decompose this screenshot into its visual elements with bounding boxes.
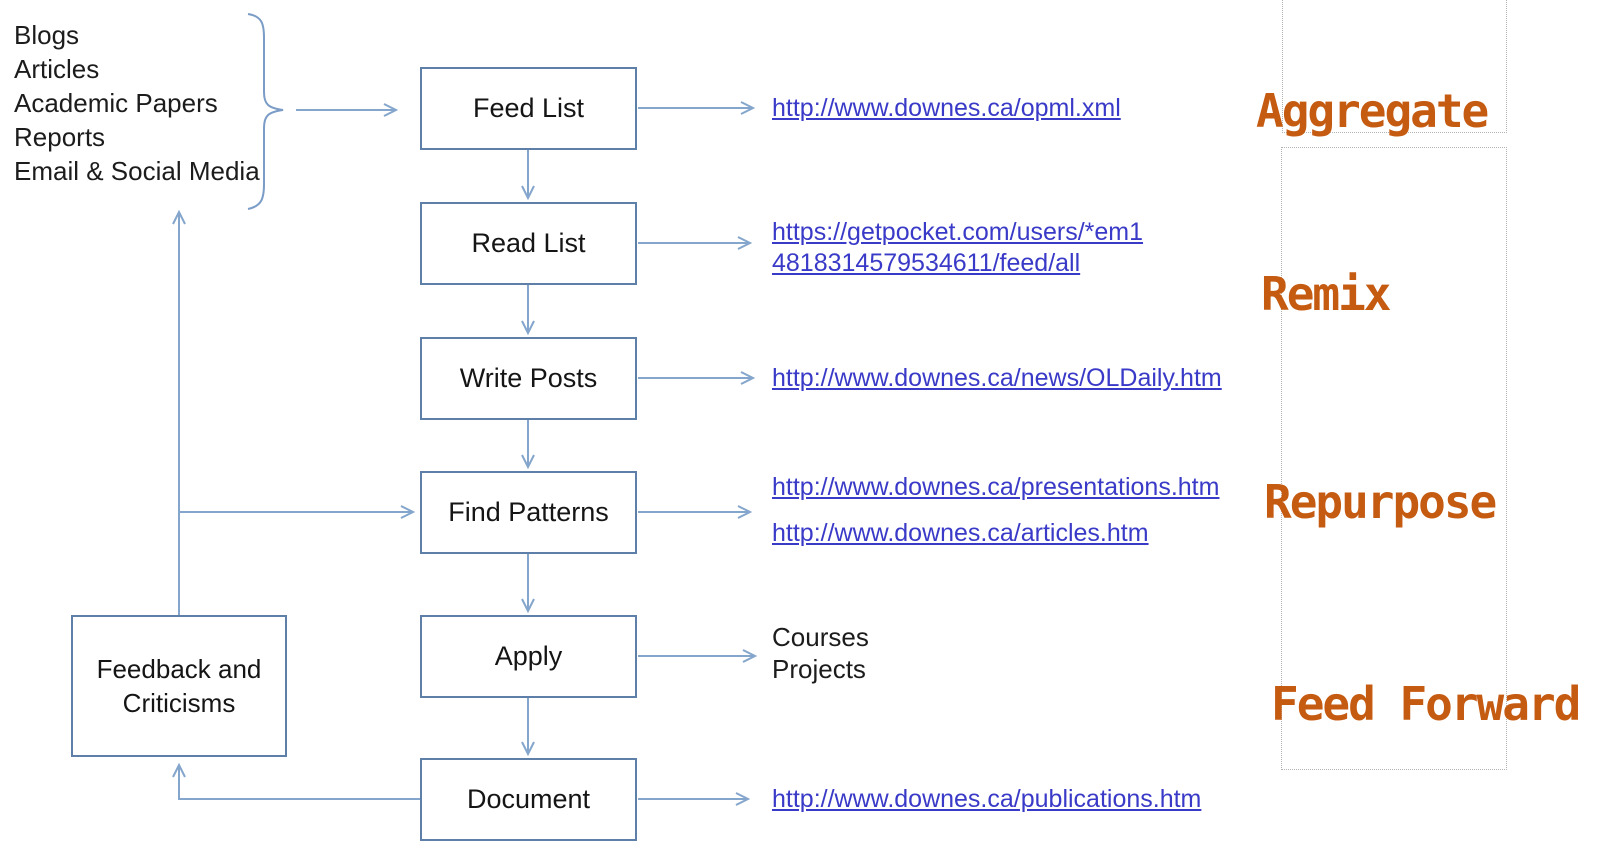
flow-box-apply: Apply (420, 615, 637, 698)
flow-box-find-patterns-label: Find Patterns (448, 497, 609, 527)
apply-output-courses: Courses (772, 622, 869, 652)
stages-textbox-outline (1281, 147, 1507, 770)
stage-label-remix: Remix (1261, 267, 1391, 321)
feedback-label-line1: Feedback and (96, 654, 262, 684)
write-posts-url-link[interactable]: http://www.downes.ca/news/OLDaily.htm (772, 364, 1222, 392)
flow-box-write-posts-label: Write Posts (459, 363, 598, 393)
flow-box-read-list-label: Read List (471, 228, 586, 258)
source-item-blogs: Blogs (14, 20, 80, 50)
source-item-reports: Reports (14, 122, 106, 152)
source-list: Blogs Articles Academic Papers Reports E… (14, 18, 260, 188)
source-item-email-social: Email & Social Media (14, 156, 260, 186)
aggregate-textbox-outline (1282, 0, 1507, 133)
apply-output-projects: Projects (772, 654, 866, 684)
read-list-url-line1[interactable]: https://getpocket.com/users/*em1 (772, 218, 1144, 246)
source-item-academic-papers: Academic Papers (14, 88, 218, 118)
flow-box-write-posts: Write Posts (420, 337, 637, 420)
read-list-url-link[interactable]: https://getpocket.com/users/*em1 4818314… (772, 217, 1143, 279)
find-patterns-url-link-1[interactable]: http://www.downes.ca/presentations.htm (772, 473, 1220, 501)
apply-outputs: Courses Projects (772, 621, 869, 685)
flow-box-document-label: Document (466, 784, 591, 814)
stage-label-feed-forward: Feed Forward (1271, 677, 1581, 731)
read-list-url-line2[interactable]: 4818314579534611/feed/all (772, 249, 1081, 277)
curly-brace (247, 13, 284, 210)
stage-label-repurpose: Repurpose (1264, 475, 1497, 529)
source-item-articles: Articles (14, 54, 100, 84)
document-url-link[interactable]: http://www.downes.ca/publications.htm (772, 785, 1202, 813)
feedback-label-line2: Criticisms (122, 688, 236, 718)
flow-box-feed-list: Feed List (420, 67, 637, 150)
flow-box-feed-list-label: Feed List (472, 93, 585, 123)
flow-box-document: Document (420, 758, 637, 841)
find-patterns-url-link-2[interactable]: http://www.downes.ca/articles.htm (772, 519, 1149, 547)
flow-box-find-patterns: Find Patterns (420, 471, 637, 554)
flow-box-read-list: Read List (420, 202, 637, 285)
feed-list-url-link[interactable]: http://www.downes.ca/opml.xml (772, 94, 1121, 122)
stage-label-aggregate: Aggregate (1256, 84, 1489, 138)
flow-box-feedback: Feedback and Criticisms (71, 615, 287, 757)
flow-box-apply-label: Apply (494, 641, 563, 671)
